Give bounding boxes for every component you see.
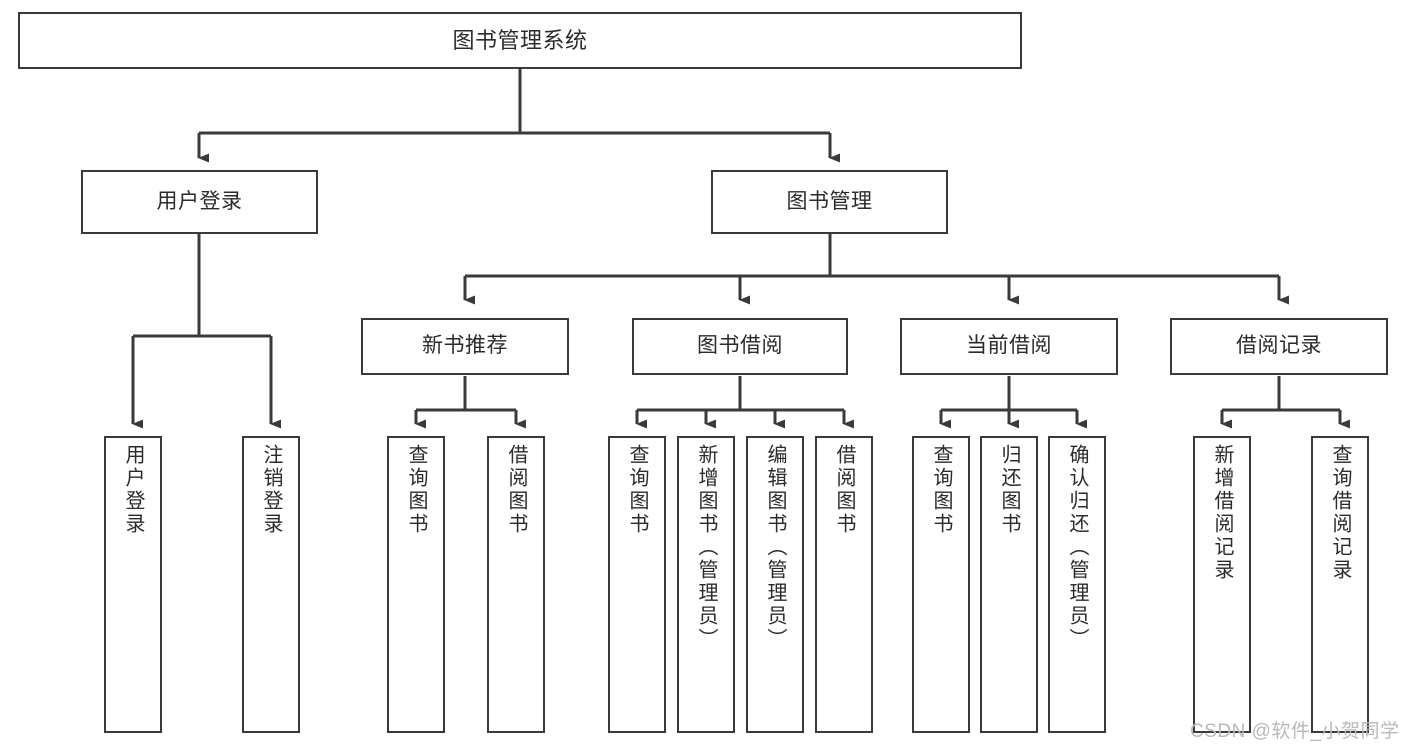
node-label: 图书借阅: [697, 334, 783, 358]
node-label: 用户登录: [156, 189, 243, 213]
leaf-add-book-admin[interactable]: 新增图书（管理员）: [677, 436, 735, 733]
leaf-return-book[interactable]: 归还图书: [980, 436, 1038, 733]
leaf-borrow-book-recommend[interactable]: 借阅图书: [487, 436, 545, 733]
node-new-book-recommend[interactable]: 新书推荐: [361, 318, 569, 375]
leaf-logout-login[interactable]: 注销登录: [242, 436, 300, 733]
leaf-query-book-current[interactable]: 查询图书: [912, 436, 970, 733]
node-label: 借阅记录: [1236, 334, 1322, 358]
node-label: 查询图书: [626, 444, 648, 536]
node-label: 图书管理系统: [452, 27, 588, 53]
node-label: 确认归还（管理员）: [1066, 444, 1088, 651]
leaf-edit-book-admin[interactable]: 编辑图书（管理员）: [746, 436, 804, 733]
node-label: 新书推荐: [422, 334, 508, 358]
node-label: 查询图书: [930, 444, 952, 536]
node-label: 借阅图书: [833, 444, 855, 536]
node-label: 查询借阅记录: [1329, 444, 1351, 582]
node-book-management[interactable]: 图书管理: [711, 170, 948, 234]
node-root-system[interactable]: 图书管理系统: [18, 12, 1022, 69]
node-label: 归还图书: [998, 444, 1020, 536]
leaf-add-borrow-record[interactable]: 新增借阅记录: [1193, 436, 1251, 733]
node-label: 图书管理: [786, 189, 873, 213]
node-label: 当前借阅: [966, 334, 1052, 358]
node-book-borrow[interactable]: 图书借阅: [632, 318, 848, 375]
node-label: 借阅图书: [505, 444, 527, 536]
node-label: 查询图书: [405, 444, 427, 536]
leaf-confirm-return-admin[interactable]: 确认归还（管理员）: [1048, 436, 1106, 733]
node-label: 注销登录: [260, 444, 282, 536]
leaf-query-borrow-record[interactable]: 查询借阅记录: [1311, 436, 1369, 733]
node-label: 编辑图书（管理员）: [764, 444, 786, 651]
node-label: 新增图书（管理员）: [695, 444, 717, 651]
node-user-login[interactable]: 用户登录: [81, 170, 318, 234]
node-label: 新增借阅记录: [1211, 444, 1233, 582]
leaf-user-login[interactable]: 用户登录: [104, 436, 162, 733]
node-label: 用户登录: [122, 444, 144, 536]
leaf-borrow-book[interactable]: 借阅图书: [815, 436, 873, 733]
node-current-borrow[interactable]: 当前借阅: [900, 318, 1118, 375]
leaf-query-book-borrow[interactable]: 查询图书: [608, 436, 666, 733]
node-borrow-record[interactable]: 借阅记录: [1170, 318, 1388, 375]
leaf-query-book-recommend[interactable]: 查询图书: [387, 436, 445, 733]
